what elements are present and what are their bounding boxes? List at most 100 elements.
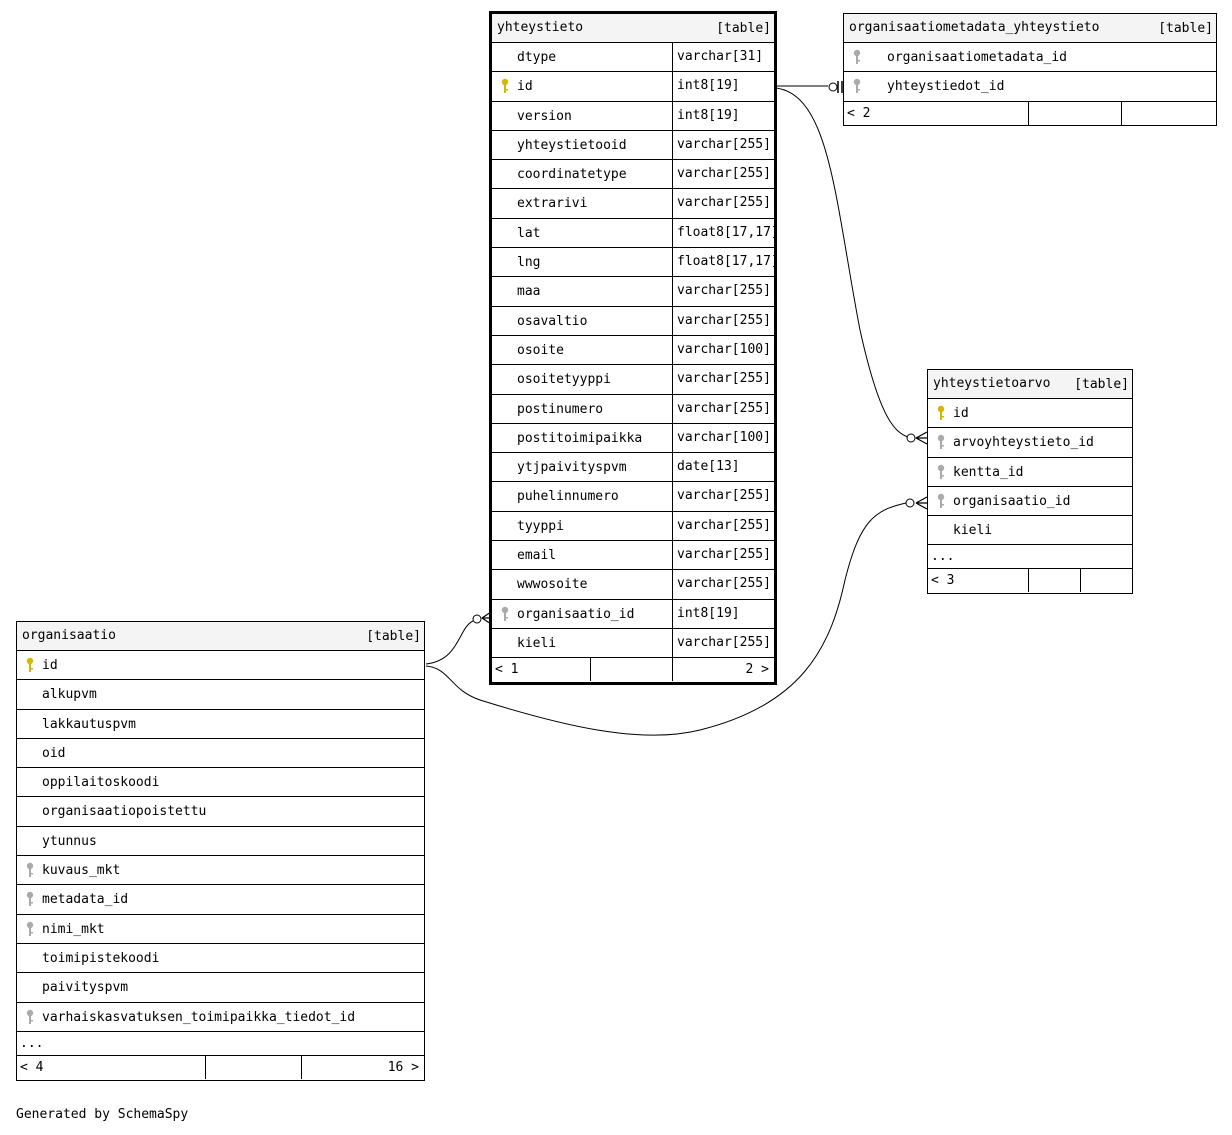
column-row[interactable]: lakkautuspvm [17, 710, 424, 739]
column-type: int8[19] [672, 72, 774, 101]
foreign-key-icon [26, 892, 34, 907]
foreign-key-icon [853, 79, 861, 94]
edge-marker-circle [472, 614, 482, 624]
footer-divider [1080, 569, 1081, 593]
column-type: varchar[255] [672, 160, 774, 189]
column-name: id [42, 658, 58, 673]
edge-yhteystieto-yhteystietoarvo [775, 87, 909, 438]
column-type: varchar[100] [672, 423, 774, 453]
column-name: osoitetyyppi [517, 372, 611, 388]
table-organisaatiometadata-yhteystieto[interactable]: organisaatiometadata_yhteystieto [table]… [843, 13, 1217, 126]
column-row[interactable]: metadata_id [17, 885, 424, 915]
column-row[interactable]: id [17, 651, 424, 681]
column-row[interactable]: toimipistekoodi [17, 944, 424, 974]
foreign-key-icon [26, 862, 34, 878]
column-type: varchar[255] [672, 394, 774, 423]
column-row[interactable]: organisaatio_id [928, 487, 1132, 517]
column-type: date[13] [672, 453, 774, 482]
column-name: kentta_id [953, 464, 1024, 480]
column-type: varchar[255] [672, 365, 774, 394]
table-kind: [table] [1074, 377, 1129, 392]
footer-parents[interactable]: < 1 [495, 662, 519, 678]
column-type: int8[19] [672, 599, 774, 628]
column-row[interactable]: yhteystiedot_id [844, 72, 1216, 102]
column-row[interactable]: organisaatiopoistettu [17, 797, 424, 827]
column-name: nimi_mkt [42, 921, 105, 937]
column-row[interactable]: ytunnus [17, 827, 424, 857]
column-row[interactable]: id int8[19] [492, 72, 774, 102]
foreign-key-icon [937, 493, 945, 508]
table-organisaatio[interactable]: organisaatio [table] id alkupvm lakkautusp… [16, 621, 425, 1081]
column-row[interactable]: alkupvm [17, 680, 424, 710]
edge-marker-circle [906, 433, 916, 443]
primary-key-icon [937, 405, 945, 420]
column-row[interactable]: id [928, 399, 1132, 429]
column-name: puhelinnumero [517, 489, 619, 505]
column-row[interactable]: oid [17, 739, 424, 769]
column-row[interactable]: arvoyhteystieto_id [928, 428, 1132, 458]
column-row[interactable]: kentta_id [928, 458, 1132, 487]
footer-children[interactable]: 16 > [387, 1059, 419, 1075]
column-row[interactable]: postitoimipaikka varchar[100] [492, 423, 774, 454]
column-row[interactable]: organisaatiometadata_id [844, 43, 1216, 73]
column-name: metadata_id [42, 892, 129, 908]
column-row[interactable]: osoitetyyppi varchar[255] [492, 365, 774, 395]
column-type: varchar[255] [672, 130, 774, 160]
footer-parents[interactable]: < 2 [847, 105, 871, 121]
column-type: varchar[255] [672, 628, 774, 658]
column-name: extrarivi [517, 196, 588, 212]
table-header: organisaatiometadata_yhteystieto [table] [844, 14, 1216, 43]
footer-parents[interactable]: < 3 [931, 573, 955, 589]
footer-divider [1028, 101, 1029, 125]
column-name: lakkautuspvm [42, 716, 136, 732]
column-row[interactable]: dtype varchar[31] [492, 43, 774, 73]
column-name: postitoimipaikka [517, 430, 643, 446]
column-type: varchar[31] [672, 43, 774, 72]
edge-marker-circle [905, 498, 915, 508]
column-row[interactable]: paivityspvm [17, 973, 424, 1003]
column-name: tyyppi [517, 518, 564, 534]
column-name: version [517, 108, 572, 124]
column-name: osoite [517, 342, 564, 358]
column-name: id [517, 79, 533, 95]
column-row[interactable]: nimi_mkt [17, 915, 424, 944]
column-name: coordinatetype [517, 167, 627, 183]
footer-parents[interactable]: < 4 [20, 1059, 44, 1075]
table-footer: < 1 2 > [492, 658, 774, 682]
table-header: organisaatio [table] [17, 622, 424, 651]
column-name: dtype [517, 50, 557, 65]
table-name: organisaatio [22, 628, 116, 643]
column-row[interactable]: varhaiskasvatuksen_toimipaikka_tiedot_id [17, 1003, 424, 1032]
column-row[interactable]: osoite varchar[100] [492, 335, 774, 366]
table-footer: < 2 [844, 101, 1216, 125]
column-name: lat [517, 225, 541, 241]
edge-marker-crowfoot [915, 496, 928, 510]
footer-divider [1028, 569, 1029, 593]
column-row[interactable]: oppilaitoskoodi [17, 768, 424, 798]
footer-children[interactable]: 2 > [745, 662, 769, 678]
column-row[interactable]: kieli [928, 516, 1132, 546]
column-type: varchar[100] [672, 335, 774, 365]
column-name: kuvaus_mkt [42, 863, 121, 879]
column-row[interactable]: coordinatetype varchar[255] [492, 160, 774, 190]
column-row[interactable]: kuvaus_mkt [17, 856, 424, 886]
column-name: toimipistekoodi [42, 950, 160, 966]
